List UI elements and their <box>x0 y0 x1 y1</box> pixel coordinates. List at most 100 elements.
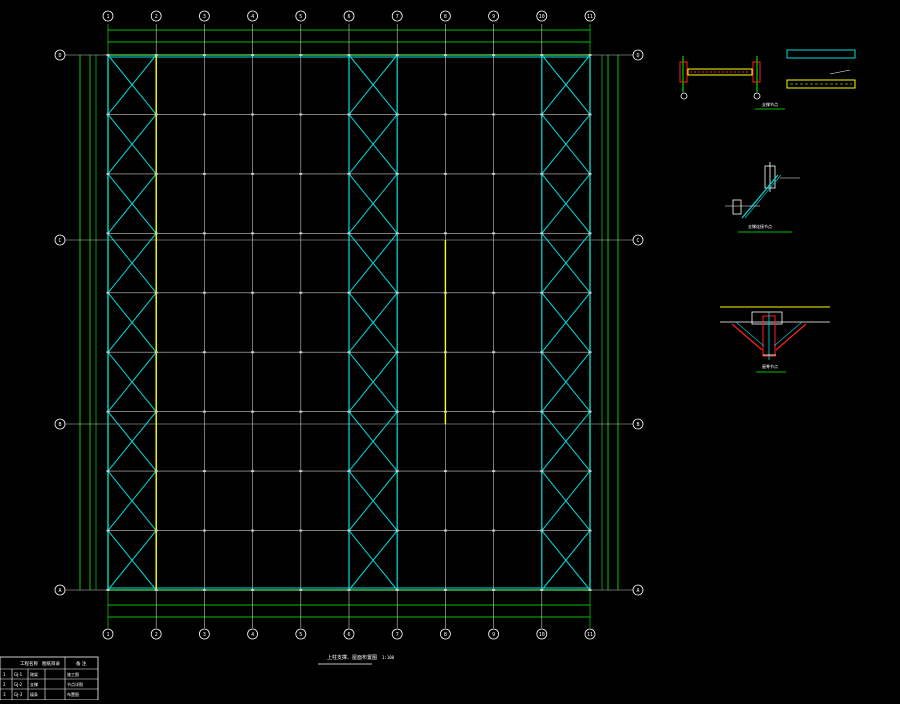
title-block-header-mid: 图纸目录 <box>42 660 60 667</box>
detail-3: 屋脊节点 <box>720 306 830 373</box>
purlin-node <box>299 529 303 532</box>
purlin-node <box>540 113 544 116</box>
title-block-cell: 檩条 <box>30 691 38 697</box>
purlin-node <box>588 232 592 235</box>
purlin-node <box>540 351 544 354</box>
column-axis-label: 3 <box>203 14 206 20</box>
purlin-node <box>443 54 447 56</box>
purlin-node <box>299 172 303 175</box>
purlin-node <box>492 470 496 473</box>
x-bracing-member <box>107 173 157 234</box>
purlin-node <box>202 470 206 473</box>
purlin-node <box>251 113 255 116</box>
column-axis-bubble <box>584 10 596 22</box>
purlin-node <box>540 410 544 413</box>
purlin-node <box>443 470 447 473</box>
purlin-node <box>299 410 303 413</box>
detail-2-brace-edge <box>744 174 782 219</box>
purlin-node <box>395 291 399 294</box>
detail-2-label: 支撑连接节点 <box>748 223 772 229</box>
drawing-title-group: 上柱支撑、屋面布置图 1:100 <box>318 654 395 665</box>
detail-2-gusset <box>732 199 742 215</box>
column-axis-label: 5 <box>299 14 302 20</box>
x-bracing-member <box>348 54 398 115</box>
detail-1-bubble-left <box>680 92 688 100</box>
x-bracing-member <box>541 292 591 353</box>
column-axis-label: 7 <box>396 632 399 638</box>
title-block-cell: GJ-3 <box>14 692 23 697</box>
detail-1: 支撑节点 <box>679 49 856 110</box>
column-axis-label: 11 <box>587 14 593 20</box>
purlin-node <box>347 410 351 413</box>
column-axis-bubble <box>488 628 500 640</box>
purlin-node <box>347 470 351 473</box>
purlin-node <box>443 351 447 354</box>
title-block-header-left: 工程名称 <box>20 660 38 667</box>
row-axis-bubble <box>632 418 644 430</box>
column-axis-label: 9 <box>492 14 495 20</box>
purlin-node <box>395 232 399 235</box>
row-axis-bubble <box>54 234 66 246</box>
purlin-node <box>540 291 544 294</box>
purlin-node <box>154 54 158 56</box>
purlin-node <box>347 351 351 354</box>
purlin-node <box>540 54 544 56</box>
column-axis-label: 5 <box>299 632 302 638</box>
purlin-node <box>492 291 496 294</box>
purlin-node <box>540 470 544 473</box>
column-axis-label: 2 <box>155 632 158 638</box>
column-axis-label: 10 <box>539 14 545 20</box>
title-block-cell: 1 <box>3 672 6 677</box>
drawing-title: 上柱支撑、屋面布置图 <box>327 654 377 661</box>
purlin-node <box>154 470 158 473</box>
purlin-node <box>588 351 592 354</box>
title-block-cell: 节点详图 <box>67 681 83 687</box>
purlin-node <box>395 589 399 591</box>
detail-2: 支撑连接节点 <box>725 162 800 233</box>
column-axis-bubble <box>102 628 114 640</box>
column-axis-label: 6 <box>347 632 350 638</box>
purlin-node <box>443 589 447 591</box>
x-bracing-member <box>348 470 398 531</box>
x-bracing-member <box>348 411 398 472</box>
column-axis-bubble <box>439 10 451 22</box>
detail-1-label: 支撑节点 <box>762 101 778 107</box>
purlin-node <box>395 54 399 56</box>
purlin-node <box>154 113 158 116</box>
column-axis-bubble <box>391 628 403 640</box>
purlin-node <box>347 113 351 116</box>
purlin-node <box>251 291 255 294</box>
purlin-node <box>347 589 351 591</box>
row-axis-bubble <box>632 49 644 61</box>
detail-3-label: 屋脊节点 <box>762 363 778 369</box>
row-axis-label: C <box>58 238 61 244</box>
column-axis-bubble <box>536 628 548 640</box>
detail-3-plate <box>751 311 783 325</box>
purlin-node <box>492 113 496 116</box>
purlin-node <box>492 232 496 235</box>
purlin-node <box>202 232 206 235</box>
title-block-cell: GJ-2 <box>14 682 23 687</box>
column-axis-label: 1 <box>106 14 109 20</box>
column-axis-label: 7 <box>396 14 399 20</box>
purlin-node <box>202 410 206 413</box>
purlin-node <box>251 54 255 56</box>
column-axis-bubble <box>536 10 548 22</box>
purlin-node <box>251 410 255 413</box>
column-axis-bubble <box>150 628 162 640</box>
column-axis-bubble <box>295 628 307 640</box>
purlin-node <box>347 291 351 294</box>
title-block-cell: 支撑 <box>30 681 38 687</box>
purlin-node <box>347 172 351 175</box>
purlin-node <box>347 232 351 235</box>
title-block-cell: 2 <box>3 682 6 687</box>
column-axis-label: 8 <box>444 14 447 20</box>
purlin-node <box>299 232 303 235</box>
column-axis-bubble <box>102 10 114 22</box>
purlin-node <box>154 232 158 235</box>
column-axis-bubble <box>247 10 259 22</box>
purlin-node <box>251 470 255 473</box>
